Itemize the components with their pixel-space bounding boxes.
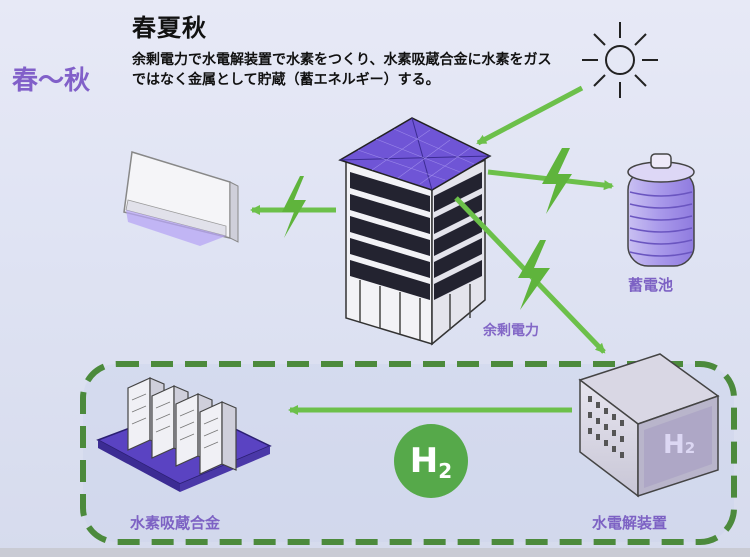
building-icon [338, 117, 492, 346]
electrolyzer-h2-subscript: 2 [684, 439, 696, 457]
season-label: 春〜秋 [12, 66, 91, 96]
surplus-power-label: 余剰電力 [483, 323, 539, 339]
h2-subscript: 2 [438, 459, 453, 483]
page-title: 春夏秋 [132, 14, 207, 42]
hydrogen-alloy-label: 水素吸蔵合金 [130, 514, 221, 532]
bottom-strip [0, 548, 750, 557]
electrolyzer-h2-mark: H2 [663, 430, 695, 460]
sun-icon [582, 22, 658, 98]
electrolyzer-h2-symbol: H [663, 430, 685, 460]
electrolyzer-label: 水電解装置 [592, 514, 668, 532]
h2-symbol: H [409, 441, 439, 481]
lightning-bolt-icon [282, 176, 306, 238]
arrow-sun-to-building [476, 85, 584, 146]
battery-label: 蓄電池 [628, 276, 674, 294]
battery-icon [627, 153, 695, 267]
electrolyzer-icon [578, 353, 720, 498]
hydrogen-alloy-icon [96, 377, 272, 492]
lightning-bolt-icon [542, 148, 572, 214]
description-text: 余剰電力で水電解装置で水素をつくり、水素吸蔵合金に水素をガスではなく金属として貯… [132, 52, 552, 88]
lightning-bolt-icon [518, 240, 550, 310]
air-conditioner-icon [123, 151, 239, 246]
